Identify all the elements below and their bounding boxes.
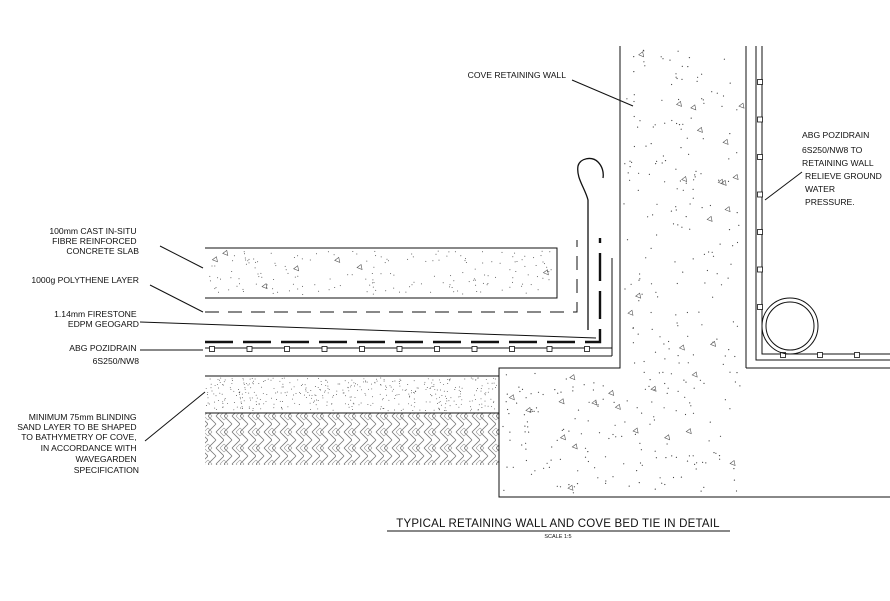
wall-pozidrain [755, 46, 890, 361]
label-sand-layer: MINIMUM 75mm BLINDING SAND LAYER TO BE S… [17, 412, 139, 475]
drawing-scale: SCALE 1:5 [544, 534, 571, 540]
label-pozidrain: ABG POZIDRAIN 6S250/NW8 [69, 343, 139, 366]
concrete-slab [205, 247, 558, 299]
label-geogard: 1.14mm FIRESTONE EDPM GEOGARD [54, 309, 139, 329]
leader-lines [139, 79, 803, 442]
sand-layer [205, 375, 499, 412]
label-polythene: 1000g POLYTHENE LAYER [31, 275, 139, 285]
label-slab: 100mm CAST IN-SITU FIBRE REINFORCED CONC… [49, 226, 139, 256]
drawing-title: TYPICAL RETAINING WALL AND COVE BED TIE … [396, 518, 720, 530]
epdm-geogard [205, 238, 602, 344]
epdm-geogard-upturn [577, 157, 604, 330]
sub-base-hatch [205, 413, 499, 465]
concrete-aggregate [502, 49, 745, 494]
label-cove-retaining-wall: COVE RETAINING WALL [468, 70, 567, 80]
polythene-layer [205, 240, 578, 313]
retaining-wall-concrete [498, 46, 747, 498]
pozidrain-layer [205, 258, 613, 357]
label-wall-pozidrain: ABG POZIDRAIN 6S250/NW8 TO RETAINING WAL… [802, 130, 884, 207]
